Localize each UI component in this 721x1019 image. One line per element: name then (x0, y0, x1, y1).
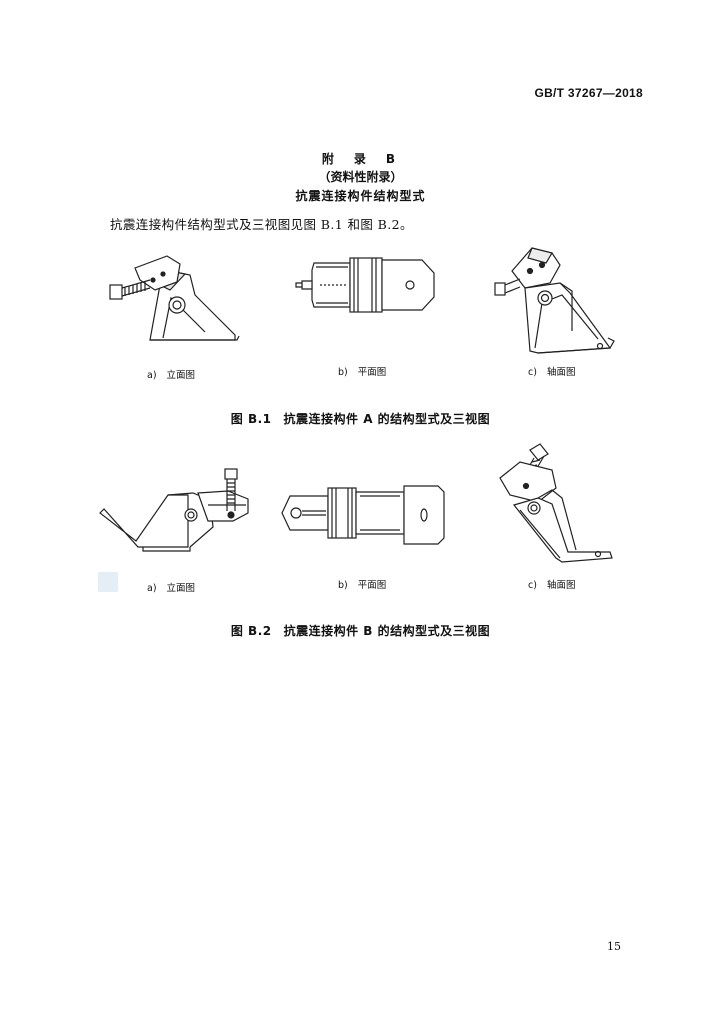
standard-number: GB/T 37267—2018 (534, 86, 643, 100)
figure-b2-plan-drawing (278, 478, 448, 548)
appendix-title: 附 录 B (321, 152, 400, 166)
figure-b1-sublabel-a: a)立面图 (147, 370, 196, 381)
figure-b2-sublabel-c: c)轴面图 (528, 580, 576, 591)
figure-b1-sublabel-b: b)平面图 (338, 367, 387, 378)
page-number: 15 (607, 940, 621, 953)
figure-b2-elevation-drawing (98, 465, 253, 555)
figure-b1-plan-drawing (292, 255, 442, 315)
intro-paragraph: 抗震连接构件结构型式及三视图见图 B.1 和图 B.2。 (110, 217, 413, 232)
figure-b2-sublabel-b: b)平面图 (338, 580, 387, 591)
figure-b1-sublabel-c: c)轴面图 (528, 367, 576, 378)
figure-b1-axonometric-drawing (490, 243, 620, 358)
figure-b2-axonometric-drawing (490, 440, 620, 570)
appendix-heading: 抗震连接构件结构型式 (295, 189, 426, 203)
appendix-subtitle: （资料性附录） (318, 170, 403, 184)
figure-b2-sublabel-a: a)立面图 (147, 583, 196, 594)
logo-watermark-icon (98, 572, 118, 592)
figure-b1-elevation-drawing (105, 250, 245, 345)
